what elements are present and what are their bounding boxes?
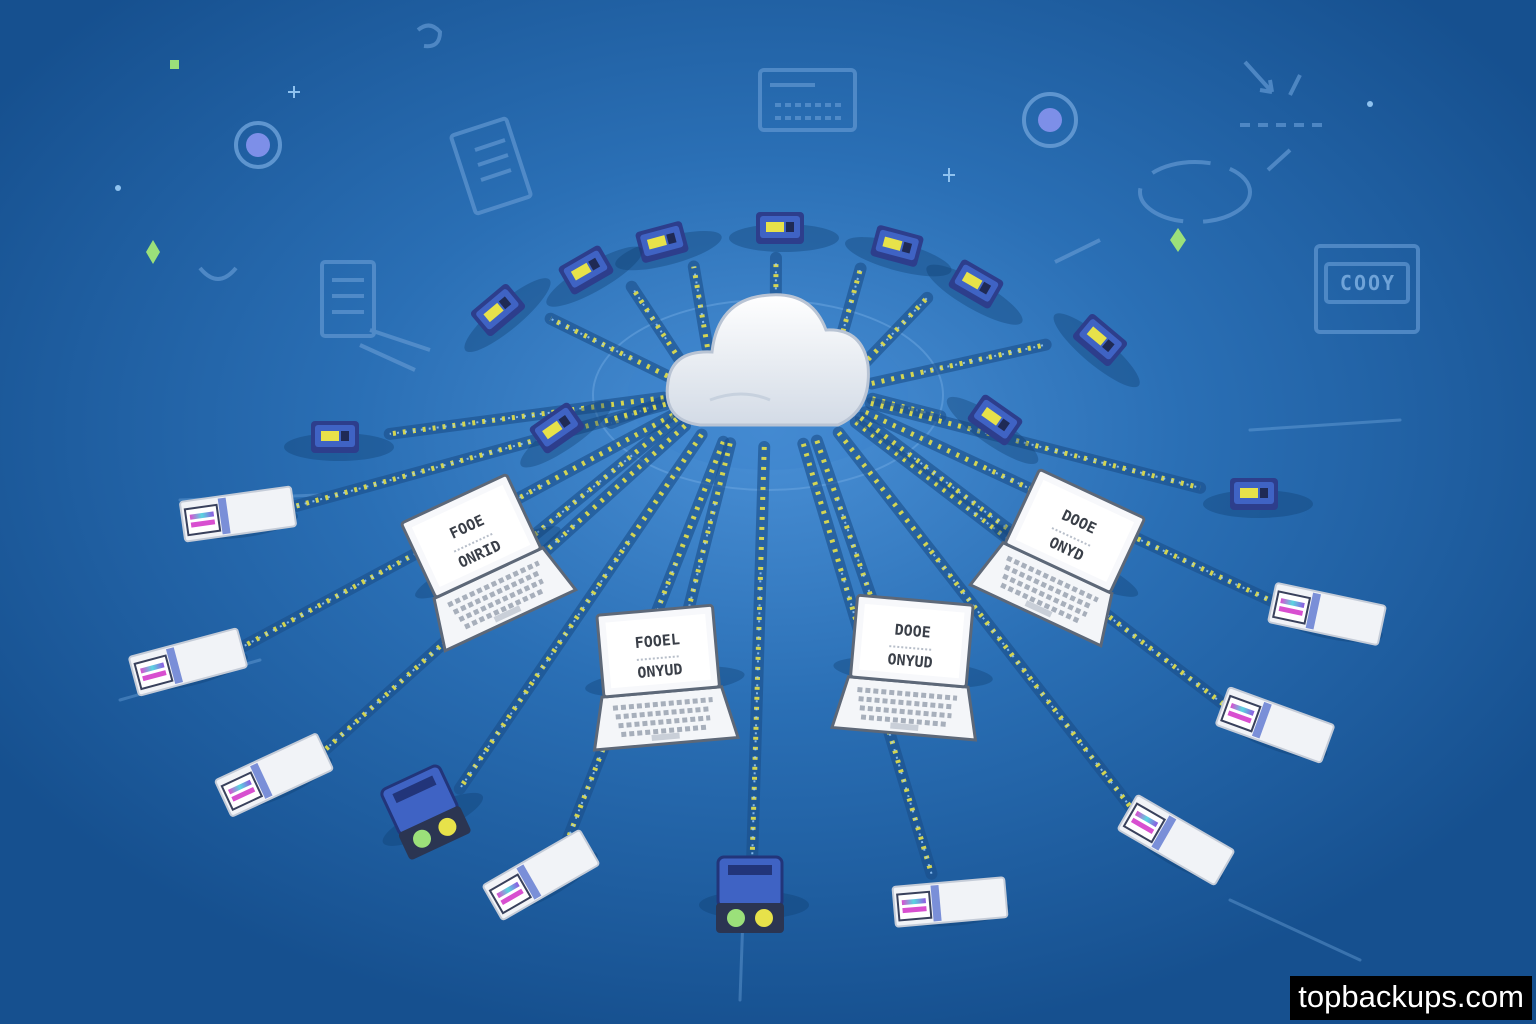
usb-drive-icon bbox=[699, 855, 809, 933]
link-track bbox=[285, 398, 672, 514]
link-dots bbox=[315, 423, 687, 759]
link-glow bbox=[880, 297, 928, 347]
target-icon bbox=[1022, 92, 1078, 148]
link-dots bbox=[859, 415, 1019, 538]
small-arc bbox=[198, 266, 238, 281]
link-track bbox=[745, 440, 771, 872]
drive-icon bbox=[546, 245, 643, 307]
drive-icon bbox=[946, 394, 1039, 465]
card-icon bbox=[128, 627, 248, 697]
card-icon bbox=[482, 829, 600, 921]
drive-icon bbox=[464, 278, 551, 353]
watermark: topbackups.com bbox=[1290, 976, 1532, 1020]
copy-label: COOY bbox=[1340, 271, 1396, 295]
drive-icon bbox=[729, 212, 839, 252]
drive-icon bbox=[615, 221, 722, 271]
drive-icon bbox=[284, 421, 394, 461]
small-arc bbox=[416, 23, 443, 49]
link-dots bbox=[457, 433, 704, 791]
sparkles bbox=[115, 60, 1373, 264]
link-dots bbox=[549, 316, 669, 379]
drive-icon bbox=[926, 259, 1023, 325]
laptop-screen-line1: FOOEL bbox=[634, 630, 681, 652]
link-dots bbox=[870, 400, 1201, 491]
card-icon bbox=[1117, 794, 1235, 886]
link-glow bbox=[927, 547, 1140, 819]
link-glow bbox=[389, 407, 582, 435]
card-icon bbox=[1267, 582, 1387, 646]
link-dots bbox=[562, 440, 726, 849]
drive-icon bbox=[1203, 478, 1313, 518]
link-track bbox=[855, 291, 934, 373]
drive-icon bbox=[1053, 313, 1140, 388]
laptop-screen-line2: ONYUD bbox=[887, 650, 934, 672]
document-icon bbox=[449, 116, 533, 216]
target-icon bbox=[234, 121, 282, 169]
link-glow bbox=[843, 268, 862, 327]
copy-frame-icon bbox=[1314, 244, 1420, 334]
link-dots bbox=[389, 395, 664, 437]
drive-icon bbox=[845, 225, 952, 277]
card-icon bbox=[891, 876, 1010, 928]
laptop-icon: FOOEL ONYUD bbox=[585, 603, 745, 752]
link-dots bbox=[854, 420, 1231, 711]
calendar-icon bbox=[758, 68, 857, 132]
document-icon bbox=[320, 260, 431, 372]
cloud-icon bbox=[665, 293, 870, 427]
link-glow bbox=[692, 266, 705, 324]
orbit-ring bbox=[1138, 160, 1252, 224]
link-track bbox=[865, 338, 1052, 390]
laptop-icon: DOOE ONYUD bbox=[829, 593, 993, 742]
laptop-screen-line1: DOOE bbox=[894, 621, 932, 642]
card-icon bbox=[214, 733, 334, 817]
usb-drive-icon bbox=[380, 764, 484, 860]
laptop-screen-line2: ONYUD bbox=[637, 660, 684, 682]
decorative-icons bbox=[198, 23, 1420, 372]
link-dots bbox=[836, 431, 1141, 820]
arrow-icon bbox=[1243, 60, 1274, 94]
card-icon bbox=[1215, 686, 1335, 764]
link-dots bbox=[526, 417, 679, 543]
link-dots bbox=[236, 413, 674, 652]
card-icon bbox=[179, 485, 298, 543]
drive-icon bbox=[520, 400, 612, 468]
link-glow bbox=[750, 572, 762, 866]
